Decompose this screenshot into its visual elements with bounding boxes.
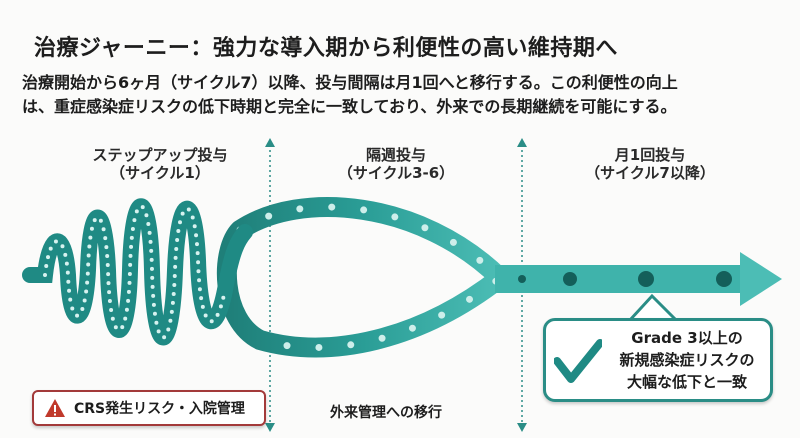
phase-label: ステップアップ投与 — [92, 146, 228, 164]
phase-biweekly: 隔週投与 （サイクル3-6） — [286, 146, 506, 182]
crs-warning-box: CRS発生リスク・入院管理 — [32, 390, 266, 426]
callout-line-2: 新規感染症リスクの — [619, 351, 755, 369]
description: 治療開始から6ヶ月（サイクル7）以降、投与間隔は月1回へと移行する。この利便性の… — [22, 71, 678, 119]
checkmark-icon — [554, 339, 602, 383]
phase-sub: （サイクル7以降） — [585, 164, 715, 182]
infection-risk-callout: Grade 3以上の 新規感染症リスクの 大幅な低下と一致 — [543, 318, 773, 402]
phase-sub: （サイクル3-6） — [337, 164, 455, 182]
warning-triangle-icon — [45, 399, 65, 417]
phase-step-up: ステップアップ投与 （サイクル1） — [50, 146, 270, 182]
phase-sub: （サイクル1） — [110, 164, 210, 182]
callout-line-1: Grade 3以上の — [631, 329, 743, 347]
description-line-2: は、重症感染症リスクの低下時期と完全に一致しており、外来での長期継続を可能にする… — [22, 97, 677, 116]
phase-label: 月1回投与 — [614, 146, 686, 164]
phase-label: 隔週投与 — [365, 146, 426, 164]
phase-monthly: 月1回投与 （サイクル7以降） — [540, 146, 760, 182]
monthly-arrow — [495, 252, 782, 306]
callout-line-3: 大幅な低下と一致 — [626, 373, 747, 391]
warning-text: CRS発生リスク・入院管理 — [74, 401, 245, 417]
step-up-coil — [22, 198, 253, 346]
page-title: 治療ジャーニー：強力な導入期から利便性の高い維持期へ — [34, 36, 618, 61]
biweekly-loop — [216, 197, 516, 358]
transition-text: 外来管理への移行 — [330, 405, 442, 421]
description-line-1: 治療開始から6ヶ月（サイクル7）以降、投与間隔は月1回へと移行する。この利便性の… — [22, 73, 678, 92]
